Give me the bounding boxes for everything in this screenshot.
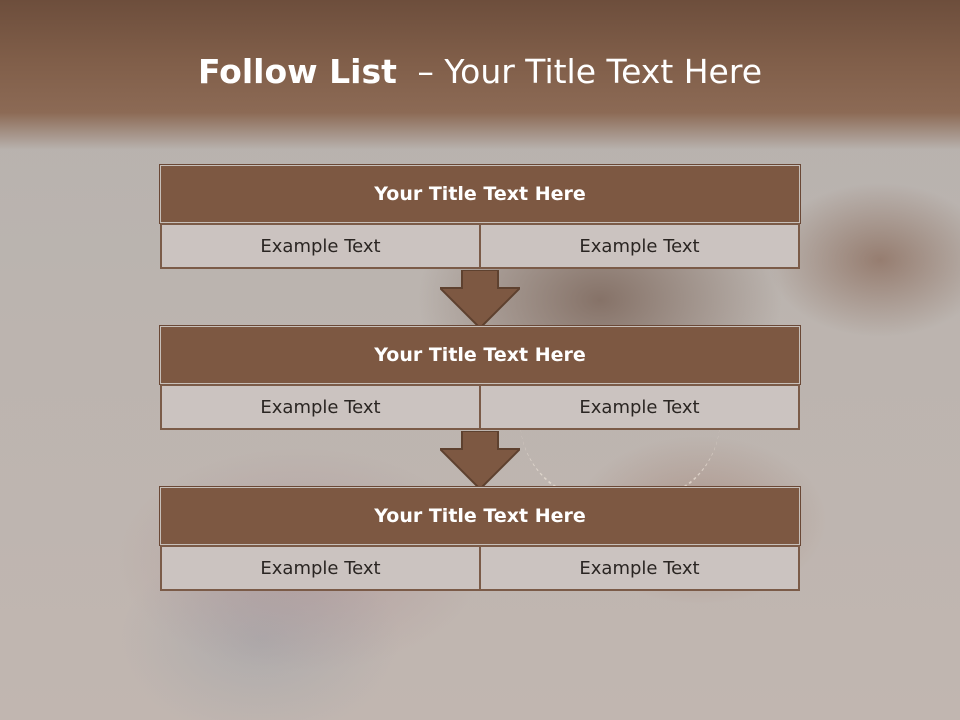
header-band (0, 0, 960, 150)
step-2-left-cell: Example Text (160, 384, 481, 430)
step-2-right-cell: Example Text (479, 384, 800, 430)
step-block-2: Your Title Text Here Example Text Exampl… (159, 325, 801, 432)
step-block-3: Your Title Text Here Example Text Exampl… (159, 486, 801, 593)
step-1-right-cell: Example Text (479, 223, 800, 269)
slide-title-bold: Follow List (197, 52, 397, 91)
step-3-left-cell: Example Text (160, 545, 481, 591)
down-arrow-icon (440, 270, 520, 328)
step-title-1: Your Title Text Here (159, 164, 801, 224)
step-3-right-cell: Example Text (479, 545, 800, 591)
step-1-left-cell: Example Text (160, 223, 481, 269)
down-arrow-icon (440, 431, 520, 489)
slide-title-rest: – Your Title Text Here (417, 52, 763, 91)
step-block-1: Your Title Text Here Example Text Exampl… (159, 164, 801, 271)
step-title-2: Your Title Text Here (159, 325, 801, 385)
step-title-3: Your Title Text Here (159, 486, 801, 546)
slide-title: Follow List – Your Title Text Here (0, 52, 960, 102)
